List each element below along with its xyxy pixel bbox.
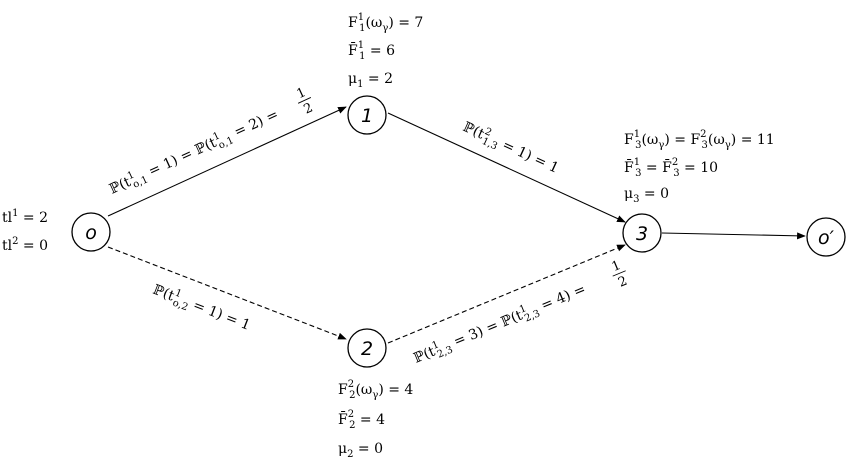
origin-tl1: tl1 = 2	[2, 208, 48, 226]
edge-1-3	[387, 112, 626, 223]
svg-text:ℙ(t1o,1 = 1) = ℙ(t1o,1 = 2) =: ℙ(t1o,1 = 1) = ℙ(t1o,1 = 2) =	[106, 105, 282, 201]
edge-3-dest	[661, 232, 806, 240]
node1-mu: μ1 = 2	[348, 71, 393, 90]
node2-mu: μ2 = 0	[338, 441, 383, 460]
svg-text:2: 2	[616, 274, 629, 291]
edge-o-1	[107, 106, 347, 217]
origin-tl2: tl2 = 0	[2, 236, 48, 254]
edge-o1-label: ℙ(t1o,1 = 1) = ℙ(t1o,1 = 2) = 1 2	[106, 85, 316, 201]
edge-13-label: ℙ(t21,3 = 1) = 1	[459, 117, 562, 179]
node3-mu: μ3 = 0	[624, 186, 669, 205]
node-2-label: 2	[361, 338, 373, 360]
node-origin-label: o	[85, 222, 97, 244]
node-3-label: 3	[636, 223, 648, 245]
node-3: 3	[622, 213, 662, 253]
node-2: 2	[347, 328, 387, 368]
node-1-label: 1	[361, 105, 373, 127]
svg-text:ℙ(t21,3 = 1) = 1: ℙ(t21,3 = 1) = 1	[459, 117, 562, 179]
node-dest: o′	[806, 217, 846, 257]
svg-text:ℙ(t1o,2 = 1) = 1: ℙ(t1o,2 = 1) = 1	[149, 280, 253, 337]
node-1: 1	[347, 95, 387, 135]
edge-23-label: ℙ(t12,3 = 3) = ℙ(t12,3 = 4) = 1 2	[411, 258, 629, 369]
svg-text:2: 2	[302, 100, 316, 117]
node-dest-label: o′	[818, 227, 835, 249]
edge-2-3	[387, 244, 626, 344]
edge-o-2	[107, 246, 347, 340]
edge-o2-label: ℙ(t1o,2 = 1) = 1	[149, 280, 253, 337]
svg-text:ℙ(t12,3 = 3) = ℙ(t12,3 = 4) =: ℙ(t12,3 = 3) = ℙ(t12,3 = 4) =	[411, 279, 590, 369]
node-origin: o	[71, 212, 111, 252]
